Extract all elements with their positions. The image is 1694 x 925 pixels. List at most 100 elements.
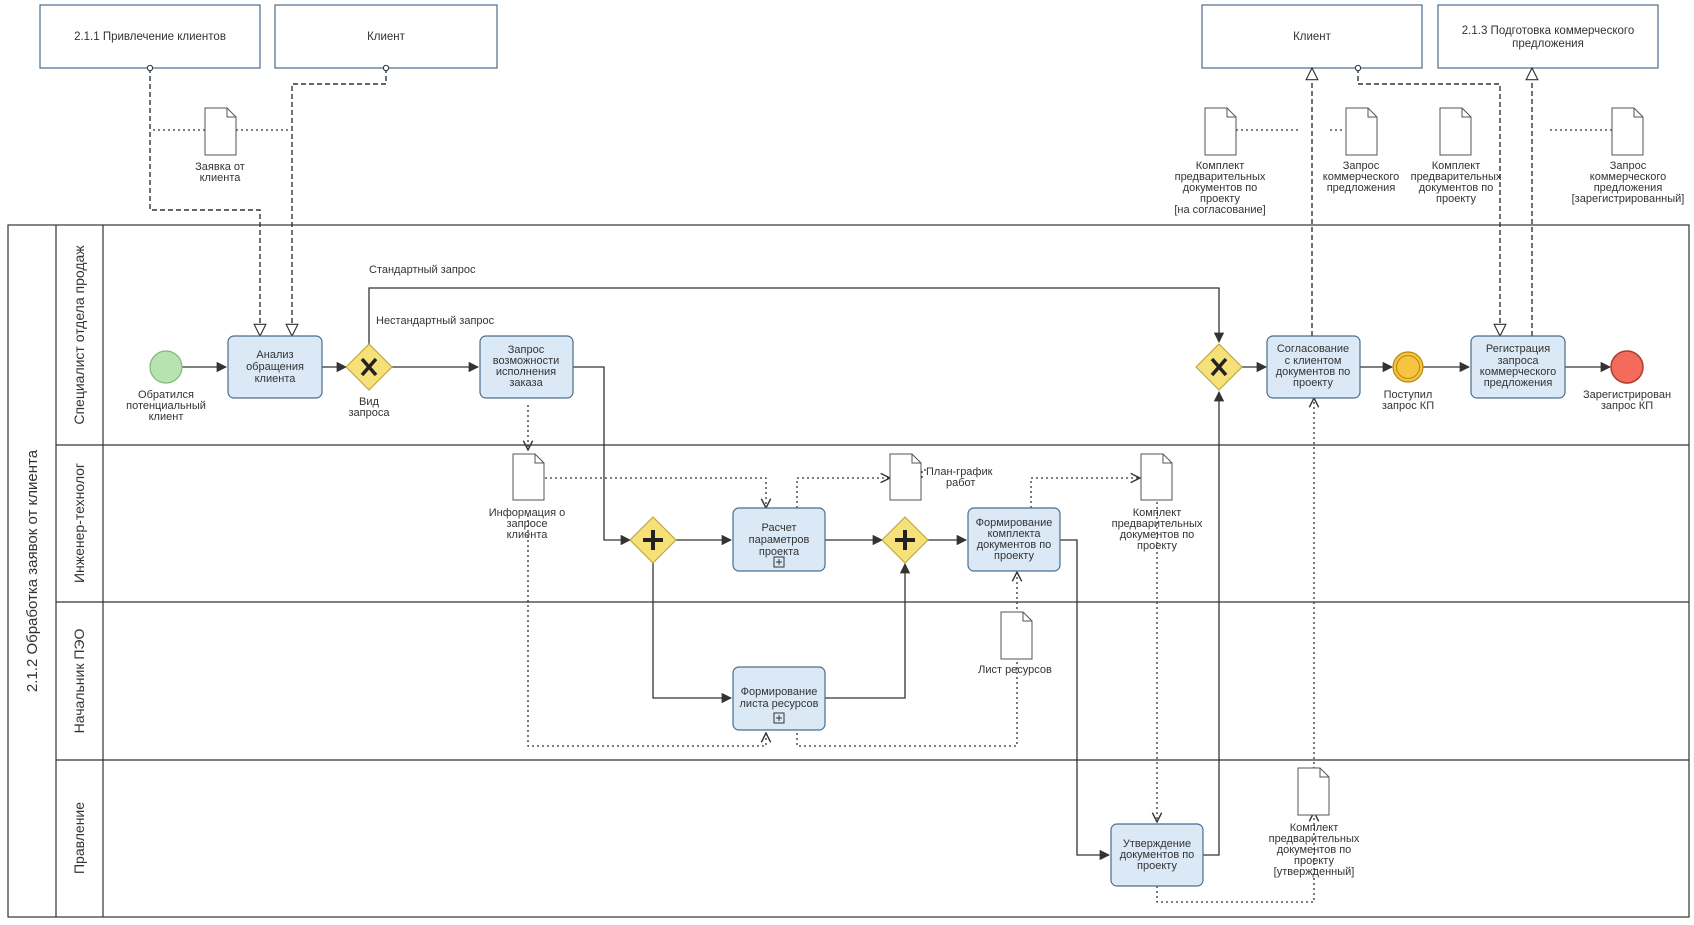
svg-text:[утвержденный]: [утвержденный] xyxy=(1274,866,1355,878)
pool-title: 2.1.2 Обработка заявок от клиента xyxy=(24,449,41,692)
svg-text:Заявка от: Заявка от xyxy=(195,161,245,173)
parallel-gateway-split[interactable] xyxy=(629,516,677,564)
svg-text:документов по: документов по xyxy=(1120,849,1195,861)
document-client-application[interactable]: Заявка от клиента xyxy=(195,107,245,184)
svg-text:Запрос: Запрос xyxy=(1610,160,1647,172)
task-agree-with-client[interactable]: Согласование с клиентом документов по пр… xyxy=(1266,335,1361,399)
svg-text:Регистрация: Регистрация xyxy=(1486,343,1550,355)
svg-text:проекту: проекту xyxy=(994,550,1034,562)
task-calc-parameters[interactable]: Расчет параметров проекта xyxy=(732,507,826,572)
message-flow xyxy=(1358,68,1500,336)
svg-text:Согласование: Согласование xyxy=(1277,343,1349,355)
message-flow xyxy=(150,68,260,336)
document-preliminary-set-approved[interactable]: Комплект предварительных документов по п… xyxy=(1269,767,1360,878)
svg-text:документов по: документов по xyxy=(977,539,1052,551)
lane-title-peo: Начальник ПЭО xyxy=(71,629,87,734)
task-register-offer-request[interactable]: Регистрация запроса коммерческого предло… xyxy=(1470,335,1566,399)
svg-text:проекту: проекту xyxy=(1294,855,1334,867)
svg-text:предложения: предложения xyxy=(1327,182,1396,194)
association xyxy=(921,469,926,478)
association xyxy=(527,515,766,747)
document-preliminary-set-for-approval[interactable]: Комплект предварительных документов по п… xyxy=(1174,107,1266,216)
end-event[interactable]: Зарегистрирован запрос КП xyxy=(1583,350,1671,412)
task-approve-documents[interactable]: Утверждение документов по проекту xyxy=(1110,823,1204,887)
document-offer-request-registered[interactable]: Запрос коммерческого предложения [зареги… xyxy=(1572,107,1685,205)
parallel-gateway-join[interactable] xyxy=(881,516,929,564)
external-box-client-right[interactable]: Клиент xyxy=(1201,4,1423,69)
sequence-flows xyxy=(182,287,1612,861)
plus-icon xyxy=(643,530,663,550)
svg-text:документов по: документов по xyxy=(1419,182,1494,194)
svg-text:предложения: предложения xyxy=(1484,377,1553,389)
association xyxy=(545,477,766,508)
svg-text:листа ресурсов: листа ресурсов xyxy=(740,698,819,710)
svg-text:Обратился: Обратился xyxy=(138,389,194,401)
svg-text:коммерческого: коммерческого xyxy=(1480,366,1556,378)
svg-text:клиента: клиента xyxy=(200,172,242,184)
x-icon xyxy=(1210,357,1228,377)
svg-text:запроса: запроса xyxy=(349,407,391,419)
sequence-flow xyxy=(368,287,1225,344)
svg-text:с клиентом: с клиентом xyxy=(1285,355,1342,367)
svg-text:Комплект: Комплект xyxy=(1432,160,1481,172)
plus-icon xyxy=(895,530,915,550)
svg-text:проекту: проекту xyxy=(1436,193,1476,205)
svg-text:Запрос: Запрос xyxy=(508,344,545,356)
flow-label-standard: Стандартный запрос xyxy=(369,264,476,276)
task-form-document-set[interactable]: Формирование комплекта документов по про… xyxy=(967,507,1061,572)
svg-text:комплекта: комплекта xyxy=(987,528,1041,540)
svg-text:исполнения: исполнения xyxy=(496,366,556,378)
svg-text:проекта: проекта xyxy=(759,546,800,558)
message-flows xyxy=(150,68,1532,336)
task-analyze-request[interactable]: Анализ обращения клиента xyxy=(227,335,323,399)
svg-text:потенциальный: потенциальный xyxy=(126,400,206,412)
task-form-resource-list[interactable]: Формирование листа ресурсов xyxy=(732,666,826,731)
message-flow xyxy=(292,68,386,336)
svg-text:Анализ: Анализ xyxy=(256,349,293,361)
external-label: 2.1.1 Привлечение клиентов xyxy=(74,31,226,43)
document-resource-list[interactable]: Лист ресурсов xyxy=(978,611,1052,676)
svg-text:Формирование: Формирование xyxy=(976,517,1053,529)
svg-text:документов по: документов по xyxy=(1276,366,1351,378)
svg-text:проекту: проекту xyxy=(1137,860,1177,872)
lane-title-board: Правление xyxy=(71,802,87,874)
exclusive-gateway-request-type[interactable]: Вид запроса xyxy=(345,343,393,419)
svg-text:предварительных: предварительных xyxy=(1269,833,1360,845)
task-feasibility-request[interactable]: Запрос возможности исполнения заказа xyxy=(479,335,574,399)
svg-text:параметров: параметров xyxy=(749,534,810,546)
svg-text:коммерческого: коммерческого xyxy=(1323,171,1399,183)
document-request-info[interactable]: Информация о запросе клиента xyxy=(489,453,566,541)
intermediate-event[interactable]: Поступил запрос КП xyxy=(1382,351,1434,412)
association xyxy=(796,478,890,508)
flow-label-nonstandard: Нестандартный запрос xyxy=(376,315,495,327)
svg-text:предварительных: предварительных xyxy=(1411,171,1502,183)
start-event[interactable]: Обратился потенциальный клиент xyxy=(126,350,206,423)
document-preliminary-set-client[interactable]: Комплект предварительных документов по п… xyxy=(1411,107,1502,205)
svg-text:проекту: проекту xyxy=(1293,377,1333,389)
exclusive-gateway-merge[interactable] xyxy=(1195,343,1243,391)
svg-text:Запрос: Запрос xyxy=(1343,160,1380,172)
svg-text:План-график: План-график xyxy=(926,466,993,478)
lane-title-sales: Специалист отдела продаж xyxy=(71,245,87,425)
svg-text:предложения: предложения xyxy=(1594,182,1663,194)
external-label: предложения xyxy=(1512,38,1584,50)
document-work-schedule[interactable]: План-график работ xyxy=(889,453,993,501)
external-box-commercial-offer[interactable]: 2.1.3 Подготовка коммерческого предложен… xyxy=(1437,4,1659,69)
external-box-client-acquisition[interactable]: 2.1.1 Привлечение клиентов xyxy=(39,4,261,69)
sequence-flow xyxy=(652,563,733,704)
svg-text:Утверждение: Утверждение xyxy=(1123,838,1191,850)
document-offer-request[interactable]: Запрос коммерческого предложения xyxy=(1323,107,1399,194)
document-preliminary-set[interactable]: Комплект предварительных документов по п… xyxy=(1112,453,1203,552)
svg-text:запроса: запроса xyxy=(1498,355,1540,367)
x-icon xyxy=(360,357,378,377)
svg-text:документов по: документов по xyxy=(1120,529,1195,541)
svg-text:обращения: обращения xyxy=(246,361,304,373)
external-box-client-left[interactable]: Клиент xyxy=(274,4,498,69)
svg-text:Комплект: Комплект xyxy=(1196,160,1245,172)
svg-text:коммерческого: коммерческого xyxy=(1590,171,1666,183)
svg-text:Расчет: Расчет xyxy=(762,522,797,534)
svg-text:Информация о: Информация о xyxy=(489,507,566,519)
svg-text:запросе: запросе xyxy=(507,518,548,530)
svg-text:предварительных: предварительных xyxy=(1112,518,1203,530)
